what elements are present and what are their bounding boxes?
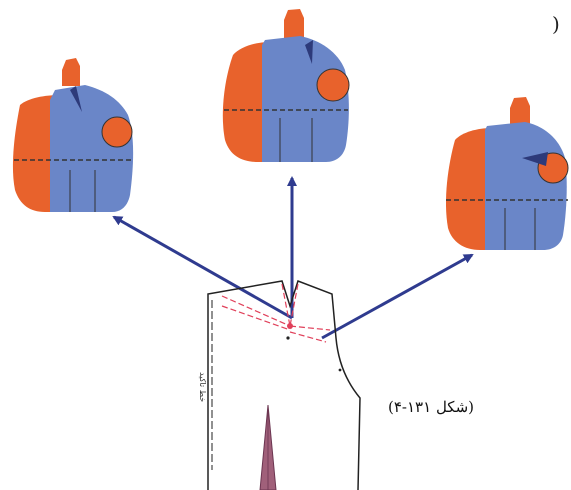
torso-blue — [485, 122, 567, 250]
arrows — [114, 178, 472, 338]
neck — [284, 9, 304, 40]
left-mannequin — [13, 58, 133, 212]
right-mannequin — [446, 97, 568, 250]
arrow-left — [114, 217, 292, 318]
figure-caption: (شکل ۱۳۱-۴) — [388, 398, 474, 416]
pattern-vertical-label: خط تاکید — [198, 372, 207, 402]
corner-mark: ) — [552, 12, 560, 36]
dart-lines — [222, 284, 330, 342]
bust-point — [287, 323, 293, 329]
arm-cap — [317, 69, 349, 101]
center-mannequin — [223, 9, 349, 162]
torso-blue — [50, 85, 133, 212]
arm-cap — [102, 117, 132, 147]
neck — [62, 58, 80, 86]
arrow-right — [322, 255, 472, 338]
